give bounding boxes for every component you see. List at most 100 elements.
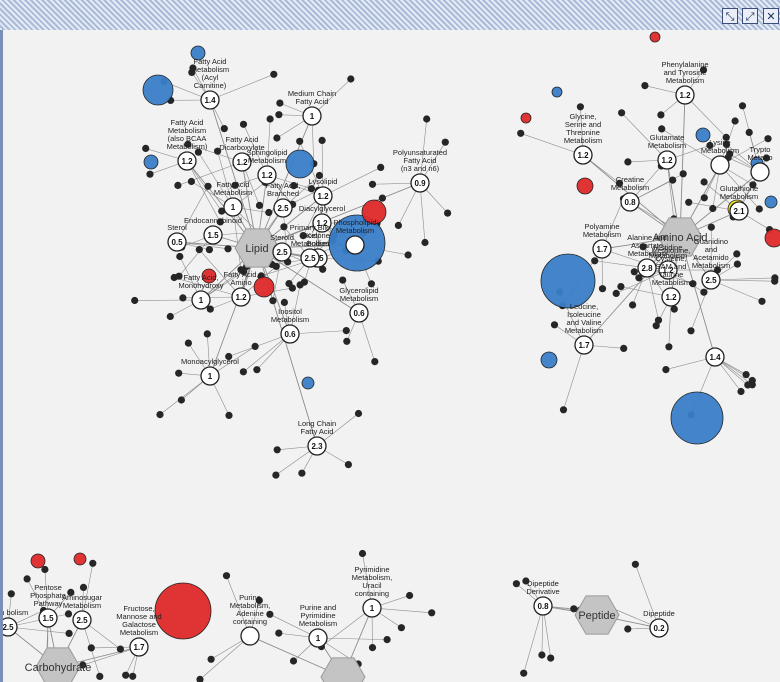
metabolite-node[interactable] — [669, 176, 677, 184]
metabolite-node[interactable] — [749, 181, 757, 189]
metabolite-node[interactable] — [190, 45, 206, 61]
maximize-button[interactable]: ⤢ — [742, 8, 758, 24]
metabolite-node[interactable] — [187, 177, 195, 186]
metabolite-node[interactable] — [629, 301, 637, 309]
metabolite-node[interactable] — [270, 70, 278, 78]
metabolite-node[interactable] — [522, 577, 530, 585]
metabolite-node[interactable] — [662, 366, 670, 374]
metabolite-node[interactable] — [142, 144, 150, 152]
metabolite-node[interactable] — [73, 552, 87, 566]
metabolite-node[interactable] — [275, 629, 283, 637]
metabolite-node[interactable] — [547, 654, 555, 662]
metabolite-node[interactable] — [764, 195, 778, 209]
metabolite-node[interactable] — [371, 358, 379, 366]
metabolite-node[interactable] — [631, 560, 640, 568]
metabolite-node[interactable] — [695, 127, 711, 143]
metabolite-node[interactable] — [298, 469, 306, 477]
metabolite-node[interactable] — [540, 351, 558, 369]
metabolite-node[interactable] — [296, 281, 304, 289]
metabolite-node[interactable] — [368, 644, 377, 652]
pathway-glycogen[interactable]: 2.5ogen bolism — [0, 608, 28, 637]
metabolite-node[interactable] — [203, 330, 211, 338]
metabolite-node[interactable] — [441, 138, 449, 146]
metabolite-node[interactable] — [275, 111, 283, 119]
metabolite-node[interactable] — [224, 245, 232, 253]
metabolite-node[interactable] — [289, 657, 298, 665]
metabolite-node[interactable] — [722, 140, 731, 149]
metabolite-node[interactable] — [207, 655, 215, 663]
metabolite-node[interactable] — [239, 120, 248, 128]
metabolite-node[interactable] — [206, 305, 214, 313]
hub-amino[interactable]: Amino Acid — [652, 217, 708, 257]
metabolite-node[interactable] — [339, 276, 347, 284]
metabolite-node[interactable] — [428, 609, 436, 617]
metabolite-node[interactable] — [177, 396, 185, 404]
metabolite-node[interactable] — [255, 201, 264, 209]
metabolite-node[interactable] — [742, 371, 750, 379]
metabolite-node[interactable] — [358, 549, 367, 558]
metabolite-node[interactable] — [378, 194, 386, 202]
metabolite-node[interactable] — [570, 605, 578, 613]
metabolite-node[interactable] — [421, 238, 429, 247]
metabolite-node[interactable] — [222, 572, 231, 580]
metabolite-node[interactable] — [301, 376, 315, 390]
metabolite-node[interactable] — [195, 246, 203, 254]
metabolite-node[interactable] — [576, 103, 585, 111]
metabolite-node[interactable] — [762, 154, 771, 162]
metabolite-node[interactable] — [383, 636, 391, 644]
metabolite-node[interactable] — [538, 651, 546, 659]
metabolite-node[interactable] — [174, 181, 182, 189]
metabolite-node[interactable] — [7, 590, 15, 598]
metabolite-node[interactable] — [189, 64, 197, 72]
metabolite-node[interactable] — [166, 312, 174, 321]
metabolite-node[interactable] — [764, 228, 780, 248]
metabolite-node[interactable] — [624, 625, 632, 633]
metabolite-node[interactable] — [657, 111, 665, 119]
metabolite-node[interactable] — [344, 461, 352, 469]
metabolite-node[interactable] — [266, 610, 274, 618]
metabolite-node[interactable] — [146, 170, 154, 178]
metabolite-node[interactable] — [196, 675, 204, 682]
metabolite-node[interactable] — [722, 133, 730, 141]
metabolite-node[interactable] — [65, 629, 73, 638]
metabolite-node[interactable] — [273, 446, 281, 454]
metabolite-node[interactable] — [700, 288, 708, 296]
metabolite-node[interactable] — [520, 669, 528, 677]
metabolite-node[interactable] — [79, 661, 87, 669]
metabolite-node[interactable] — [551, 86, 563, 98]
metabolite-node[interactable] — [154, 582, 212, 640]
metabolite-node[interactable] — [156, 411, 164, 419]
metabolite-node[interactable] — [64, 610, 73, 618]
metabolite-node[interactable] — [635, 274, 643, 282]
metabolite-node[interactable] — [706, 141, 714, 150]
metabolite-node[interactable] — [517, 129, 525, 137]
metabolite-node[interactable] — [214, 147, 222, 155]
metabolite-node[interactable] — [216, 218, 224, 226]
metabolite-node[interactable] — [771, 274, 779, 282]
metabolite-node[interactable] — [687, 327, 695, 335]
metabolite-node[interactable] — [733, 260, 742, 268]
metabolite-node[interactable] — [630, 268, 638, 276]
metabolite-node[interactable] — [591, 257, 599, 265]
metabolite-node[interactable] — [79, 583, 88, 592]
hub-pep[interactable]: Peptide — [574, 595, 620, 635]
metabolite-node[interactable] — [296, 137, 304, 145]
metabolite-node[interactable] — [315, 171, 323, 180]
